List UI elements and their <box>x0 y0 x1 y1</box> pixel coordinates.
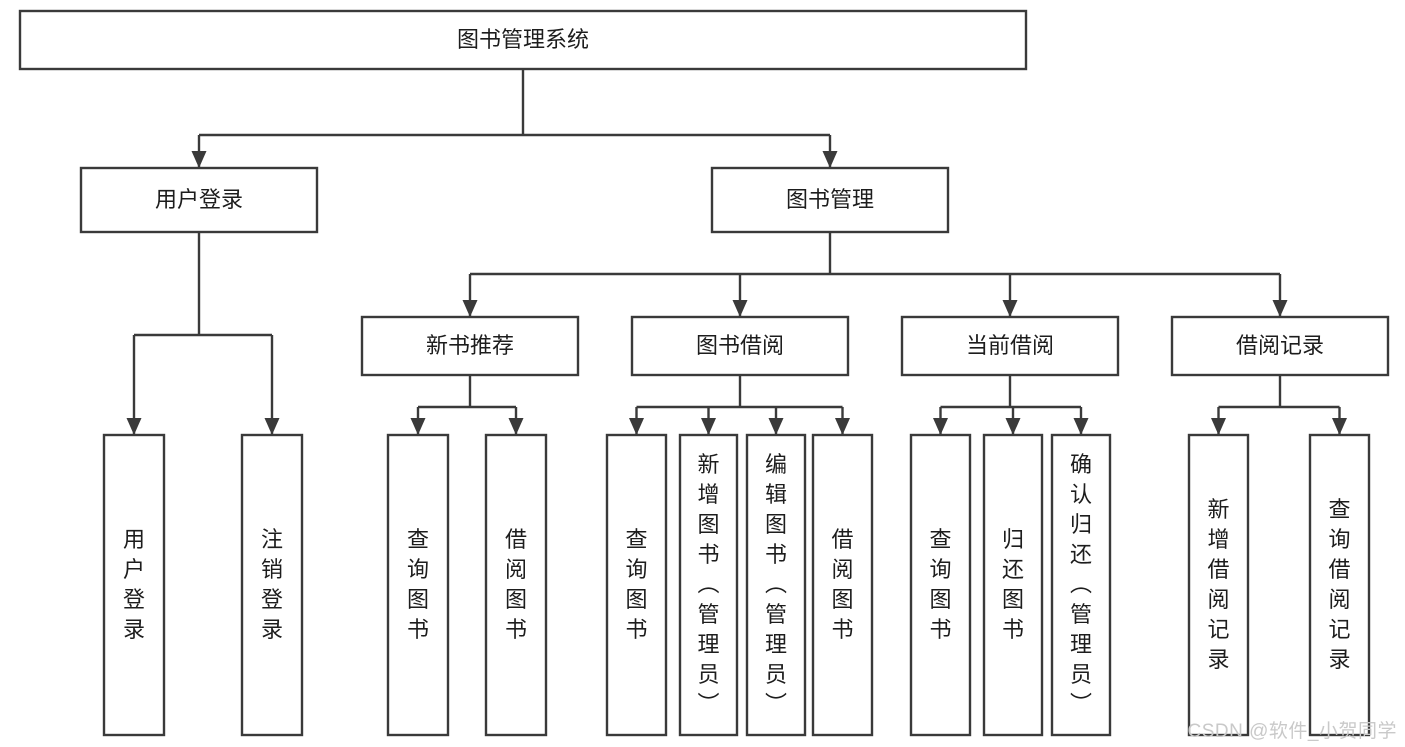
node-current-borrow[interactable]: 当前借阅 <box>900 315 1120 377</box>
svg-text:借阅记录: 借阅记录 <box>1236 333 1324 358</box>
node-book-manage[interactable]: 图书管理 <box>710 166 950 234</box>
svg-text:新增借阅记录: 新增借阅记录 <box>1207 497 1229 672</box>
nodes-layer: 图书管理系统用户登录图书管理新书推荐图书借阅当前借阅借阅记录用户登录注销登录查询… <box>18 9 1390 737</box>
node-leaf-query-book-rec[interactable]: 查询图书 <box>386 433 450 737</box>
svg-text:查询借阅记录: 查询借阅记录 <box>1328 497 1350 672</box>
node-leaf-edit-book[interactable]: 编辑图书（管理员） <box>745 433 807 737</box>
svg-text:借阅图书: 借阅图书 <box>505 527 527 642</box>
node-leaf-user-login[interactable]: 用户登录 <box>102 433 166 737</box>
arrow-head-icon <box>191 151 207 168</box>
arrow-head-icon <box>410 418 426 435</box>
arrow-head-icon <box>933 418 948 435</box>
svg-text:用户登录: 用户登录 <box>155 187 243 212</box>
svg-text:新书推荐: 新书推荐 <box>426 333 514 358</box>
node-leaf-user-logout[interactable]: 注销登录 <box>240 433 304 737</box>
arrow-head-icon <box>126 418 142 435</box>
svg-text:用户登录: 用户登录 <box>123 527 145 642</box>
arrow-head-icon <box>732 300 748 317</box>
arrow-head-icon <box>701 418 716 435</box>
node-leaf-query-book-cur[interactable]: 查询图书 <box>909 433 972 737</box>
svg-text:归还图书: 归还图书 <box>1002 527 1024 642</box>
node-user-login[interactable]: 用户登录 <box>79 166 319 234</box>
svg-text:图书管理系统: 图书管理系统 <box>457 27 589 52</box>
svg-text:新增图书（管理员）: 新增图书（管理员） <box>697 452 719 717</box>
node-leaf-borrow-book-rec[interactable]: 借阅图书 <box>484 433 548 737</box>
arrow-head-icon <box>1073 418 1089 435</box>
svg-text:图书管理: 图书管理 <box>786 187 874 212</box>
arrow-head-icon <box>629 418 644 435</box>
node-leaf-confirm-return[interactable]: 确认归还（管理员） <box>1050 433 1112 737</box>
connectors-layer <box>126 69 1347 435</box>
watermark-text: CSDN @软件_小贺同学 <box>1187 721 1397 742</box>
node-book-borrow[interactable]: 图书借阅 <box>630 315 850 377</box>
arrow-head-icon <box>508 418 524 435</box>
arrow-head-icon <box>462 300 478 317</box>
svg-text:借阅图书: 借阅图书 <box>831 527 853 642</box>
arrow-head-icon <box>1002 300 1018 317</box>
arrow-head-icon <box>1332 418 1347 435</box>
svg-text:注销登录: 注销登录 <box>261 527 283 642</box>
node-borrow-record[interactable]: 借阅记录 <box>1170 315 1390 377</box>
node-leaf-add-record[interactable]: 新增借阅记录 <box>1187 433 1250 737</box>
node-leaf-query-record[interactable]: 查询借阅记录 <box>1308 433 1371 737</box>
arrow-head-icon <box>1005 418 1021 435</box>
arrow-head-icon <box>264 418 280 435</box>
node-leaf-query-book-bor[interactable]: 查询图书 <box>605 433 668 737</box>
svg-text:当前借阅: 当前借阅 <box>966 333 1054 358</box>
arrow-head-icon <box>835 418 850 435</box>
node-leaf-borrow-book-bor[interactable]: 借阅图书 <box>811 433 874 737</box>
node-new-book-rec[interactable]: 新书推荐 <box>360 315 580 377</box>
svg-text:图书借阅: 图书借阅 <box>696 333 784 358</box>
node-root[interactable]: 图书管理系统 <box>18 9 1028 71</box>
arrow-head-icon <box>1272 300 1288 317</box>
node-leaf-add-book[interactable]: 新增图书（管理员） <box>678 433 739 737</box>
arrow-head-icon <box>1211 418 1226 435</box>
svg-text:查询图书: 查询图书 <box>929 527 951 642</box>
svg-text:查询图书: 查询图书 <box>625 527 647 642</box>
arrow-head-icon <box>822 151 838 168</box>
svg-text:编辑图书（管理员）: 编辑图书（管理员） <box>765 452 787 717</box>
arrow-head-icon <box>768 418 784 435</box>
svg-text:查询图书: 查询图书 <box>407 527 429 642</box>
svg-text:确认归还（管理员）: 确认归还（管理员） <box>1070 452 1092 717</box>
node-leaf-return-book[interactable]: 归还图书 <box>982 433 1044 737</box>
